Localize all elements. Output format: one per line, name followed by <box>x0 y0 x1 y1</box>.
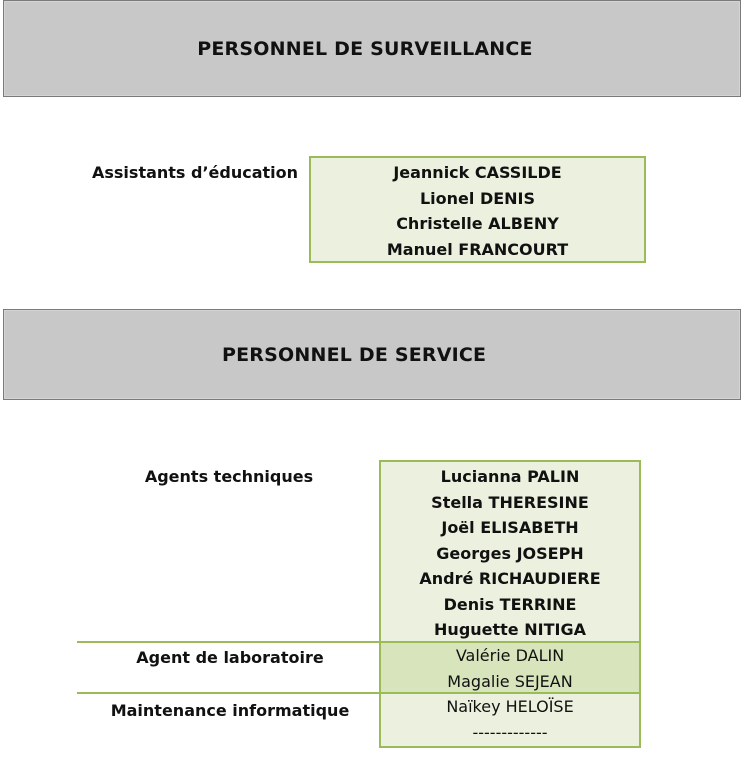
staff-name: Denis TERRINE <box>443 594 577 614</box>
staff-name: Naïkey HELOÏSE <box>446 697 574 716</box>
staff-list-agent-laboratoire: Valérie DALIN Magalie SEJEAN <box>379 643 641 694</box>
group-label-agents-techniques: Agents techniques <box>144 467 314 486</box>
row-divider <box>77 641 641 643</box>
staff-name: Lionel DENIS <box>419 188 536 208</box>
group-label-maintenance: Maintenance informatique <box>110 701 350 720</box>
row-divider <box>77 692 641 694</box>
staff-list-agents-techniques: Lucianna PALIN Stella THERESINE Joël ELI… <box>379 460 641 643</box>
staff-name: Valérie DALIN <box>455 646 565 665</box>
staff-name: Manuel FRANCOURT <box>386 239 569 259</box>
staff-name: Lucianna PALIN <box>440 467 580 486</box>
group-label-agent-laboratoire: Agent de laboratoire <box>136 648 324 667</box>
staff-name: Jeannick CASSILDE <box>393 163 562 182</box>
staff-list-maintenance: Naïkey HELOÏSE ------------- <box>379 694 641 748</box>
staff-name: Georges JOSEPH <box>436 543 584 563</box>
staff-name: Stella THERESINE <box>431 492 589 512</box>
staff-list-assistants: Jeannick CASSILDE Lionel DENIS Christell… <box>309 156 646 263</box>
section-title-surveillance: PERSONNEL DE SURVEILLANCE <box>3 0 741 97</box>
section-title-service: PERSONNEL DE SERVICE <box>3 309 741 400</box>
group-label-assistants: Assistants d’éducation <box>92 163 299 182</box>
staff-name-placeholder: ------------- <box>472 722 548 742</box>
staff-name: Joël ELISABETH <box>441 518 579 537</box>
staff-name: Magalie SEJEAN <box>447 671 573 691</box>
staff-name: André RICHAUDIERE <box>419 569 601 588</box>
staff-name: Christelle ALBENY <box>396 214 559 233</box>
staff-name: Huguette NITIGA <box>434 620 586 639</box>
